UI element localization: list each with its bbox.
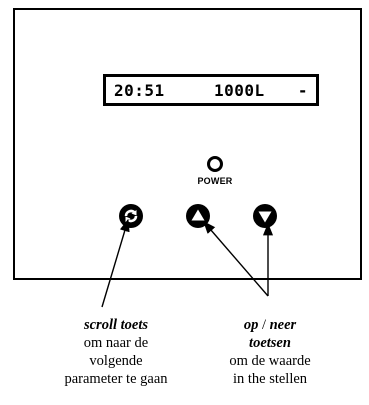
updown-caption-neer: neer <box>269 317 297 333</box>
device-panel: 20:51 1000L - POWER <box>13 8 362 280</box>
power-led <box>207 156 223 172</box>
updown-caption-sep: / <box>258 317 270 333</box>
scroll-caption-title: scroll toets <box>83 317 149 333</box>
updown-caption-title: op / neer <box>206 316 334 334</box>
power-label: POWER <box>197 176 233 186</box>
display-volume: 1000L <box>214 81 265 100</box>
updown-caption-line2: in the stellen <box>232 371 308 387</box>
display-sign: - <box>297 81 308 100</box>
updown-caption-title2: toetsen <box>249 335 291 351</box>
scroll-caption-line1: om naar de <box>83 335 149 351</box>
lcd-display: 20:51 1000L - <box>103 74 319 106</box>
triangle-down-icon <box>258 211 272 223</box>
scroll-caption: scroll toets om naar de volgende paramet… <box>48 316 184 388</box>
arrow-to-up-button <box>203 221 269 297</box>
arrow-to-scroll-button <box>101 218 130 308</box>
scroll-caption-line3: parameter te gaan <box>64 371 168 387</box>
updown-caption: op / neer toetsen om de waarde in the st… <box>206 316 334 388</box>
triangle-up-icon <box>191 209 205 221</box>
scroll-caption-line2: volgende <box>89 353 143 369</box>
display-time: 20:51 <box>114 81 165 100</box>
updown-caption-line1: om de waarde <box>229 353 311 369</box>
updown-caption-op: op <box>243 317 259 333</box>
up-button[interactable] <box>186 204 210 228</box>
